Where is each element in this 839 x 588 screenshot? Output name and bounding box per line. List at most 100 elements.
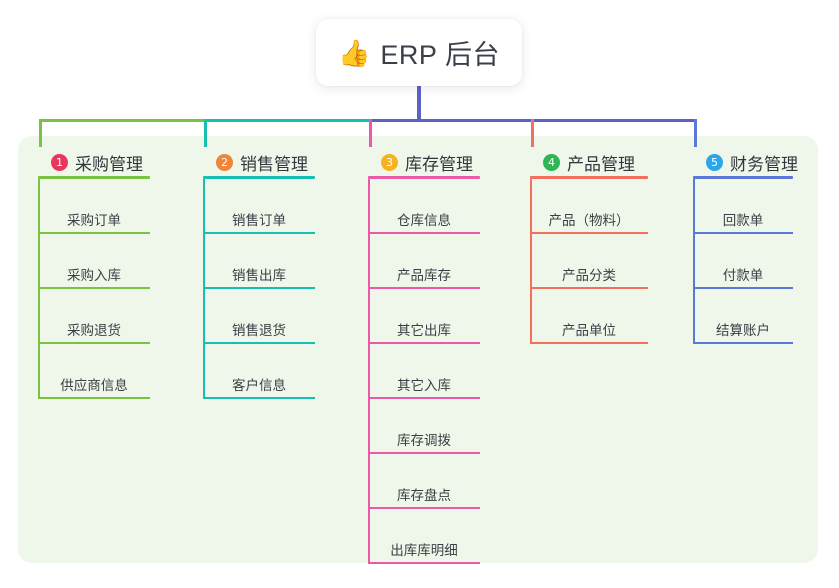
branch-header-4[interactable]: 4 产品管理 (530, 145, 648, 179)
branch-badge-5: 5 (706, 153, 723, 171)
leaf-label: 销售退货 (232, 323, 286, 338)
leaf-node[interactable]: 产品库存 (368, 234, 480, 289)
leaf-node[interactable]: 采购订单 (38, 179, 150, 234)
branch-title: 产品管理 (567, 154, 635, 174)
branch-items: 产品（物料） 产品分类产品单位 (530, 179, 648, 344)
leaf-underline (38, 232, 150, 234)
leaf-node[interactable]: 库存盘点 (368, 454, 480, 509)
leaf-underline (368, 507, 480, 509)
bus-segment-2 (204, 119, 372, 122)
leaf-underline (203, 397, 315, 399)
branch-drop-5 (694, 119, 697, 147)
leaf-label: 产品单位 (562, 323, 616, 338)
leaf-node[interactable]: 供应商信息 (38, 344, 150, 399)
leaf-underline (530, 342, 648, 344)
leaf-node[interactable]: 仓库信息 (368, 179, 480, 234)
leaf-label: 销售订单 (232, 213, 286, 228)
leaf-underline (368, 452, 480, 454)
leaf-label: 付款单 (722, 268, 764, 283)
leaf-label: 采购订单 (67, 213, 121, 228)
leaf-label: 库存调拨 (397, 433, 451, 448)
leaf-underline (530, 287, 648, 289)
branch-title: 销售管理 (240, 154, 308, 174)
branch-spine (530, 179, 532, 344)
branch-badge-4: 4 (543, 153, 560, 171)
branch-underline (368, 176, 480, 179)
leaf-node[interactable]: 结算账户 (693, 289, 793, 344)
leaf-label: 产品库存 (397, 268, 451, 283)
branch-drop-2 (204, 119, 207, 147)
leaf-label: 产品分类 (562, 268, 616, 283)
branch-underline (38, 176, 150, 179)
leaf-underline (368, 342, 480, 344)
leaf-node[interactable]: 其它入库 (368, 344, 480, 399)
branch-underline (693, 176, 793, 179)
branch-header-1[interactable]: 1 采购管理 (38, 145, 150, 179)
branch-drop-3 (369, 119, 372, 147)
leaf-node[interactable]: 其它出库 (368, 289, 480, 344)
leaf-node[interactable]: 客户信息 (203, 344, 315, 399)
branch-items: 仓库信息产品库存其它出库其它入库库存调拨库存盘点出库库明细 (368, 179, 480, 564)
branch-spine (38, 179, 40, 399)
branch-drop-1 (39, 119, 42, 147)
leaf-node[interactable]: 产品（物料） (530, 179, 648, 234)
branch-column-5: 5 财务管理回款单付款单结算账户 (693, 145, 798, 344)
branch-title: 财务管理 (730, 154, 798, 174)
leaf-node[interactable]: 出库库明细 (368, 509, 480, 564)
branch-underline (530, 176, 648, 179)
leaf-underline (38, 342, 150, 344)
branch-spine (693, 179, 695, 344)
bus-segment-1 (39, 119, 207, 122)
branch-column-4: 4 产品管理产品（物料） 产品分类产品单位 (530, 145, 648, 344)
branch-badge-2: 2 (216, 153, 233, 171)
leaf-underline (368, 287, 480, 289)
branch-underline (203, 176, 315, 179)
branch-title: 采购管理 (75, 154, 143, 174)
leaf-node[interactable]: 产品单位 (530, 289, 648, 344)
leaf-node[interactable]: 销售出库 (203, 234, 315, 289)
leaf-label: 仓库信息 (397, 213, 451, 228)
leaf-underline (368, 562, 480, 564)
leaf-underline (530, 232, 648, 234)
leaf-underline (203, 287, 315, 289)
branch-drop-4 (531, 119, 534, 147)
leaf-label: 其它入库 (397, 378, 451, 393)
leaf-label: 销售出库 (232, 268, 286, 283)
branch-title: 库存管理 (405, 154, 473, 174)
leaf-node[interactable]: 采购退货 (38, 289, 150, 344)
leaf-underline (368, 232, 480, 234)
leaf-node[interactable]: 库存调拨 (368, 399, 480, 454)
leaf-label: 库存盘点 (397, 488, 451, 503)
branches-panel (18, 136, 818, 563)
leaf-label: 出库库明细 (390, 543, 458, 558)
leaf-underline (203, 342, 315, 344)
leaf-underline (693, 232, 793, 234)
leaf-node[interactable]: 产品分类 (530, 234, 648, 289)
leaf-underline (693, 287, 793, 289)
leaf-node[interactable]: 销售退货 (203, 289, 315, 344)
root-stem (417, 80, 421, 122)
leaf-node[interactable]: 回款单 (693, 179, 793, 234)
leaf-node[interactable]: 付款单 (693, 234, 793, 289)
root-node[interactable]: 👍 ERP 后台 (316, 19, 522, 86)
leaf-node[interactable]: 销售订单 (203, 179, 315, 234)
branch-column-2: 2 销售管理销售订单销售出库销售退货客户信息 (203, 145, 315, 399)
leaf-node[interactable]: 采购入库 (38, 234, 150, 289)
leaf-underline (203, 232, 315, 234)
branch-header-5[interactable]: 5 财务管理 (693, 145, 798, 179)
branch-header-2[interactable]: 2 销售管理 (203, 145, 315, 179)
leaf-underline (38, 397, 150, 399)
branch-badge-1: 1 (51, 153, 68, 171)
leaf-label: 供应商信息 (60, 378, 128, 393)
leaf-label: 结算账户 (716, 323, 770, 338)
leaf-underline (693, 342, 793, 344)
leaf-label: 采购退货 (67, 323, 121, 338)
branch-spine (203, 179, 205, 399)
leaf-underline (38, 287, 150, 289)
branch-items: 回款单付款单结算账户 (693, 179, 793, 344)
branch-spine (368, 179, 370, 564)
branch-items: 销售订单销售出库销售退货客户信息 (203, 179, 315, 399)
leaf-label: 采购入库 (67, 268, 121, 283)
